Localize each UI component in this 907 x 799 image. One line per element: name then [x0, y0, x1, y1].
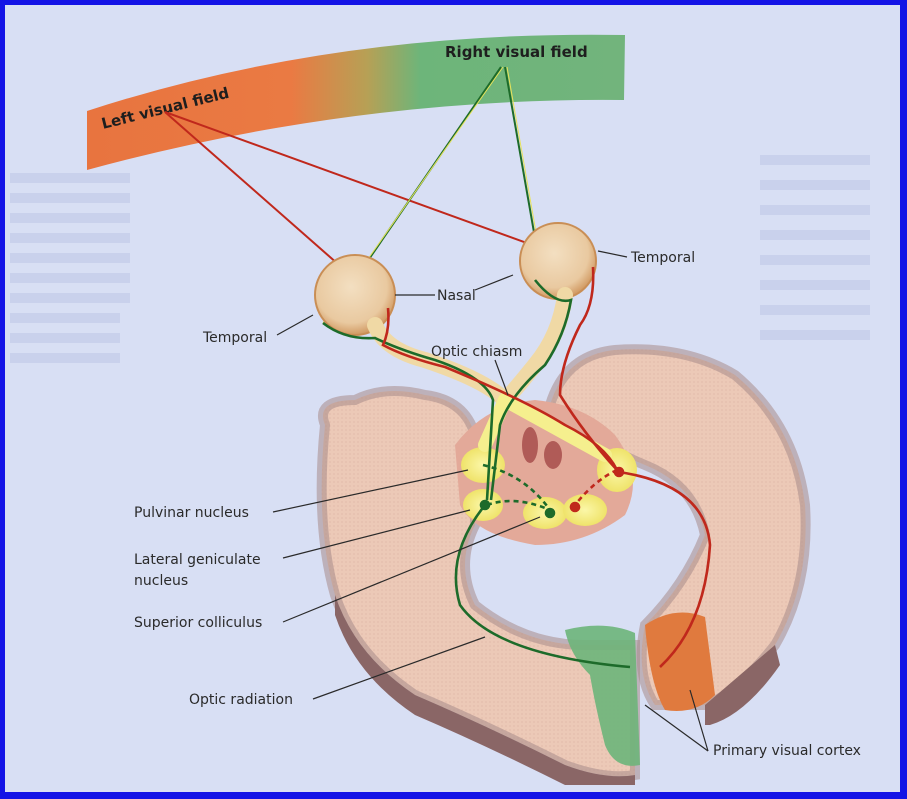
left-eye — [314, 254, 396, 336]
visual-field-band — [87, 34, 625, 170]
red-left-eye-path — [381, 307, 619, 471]
diagram-frame: Left visual field Right visual field — [5, 5, 900, 792]
background-page-text — [10, 155, 870, 363]
optic-nerves — [367, 287, 612, 462]
green-right-eye-path — [489, 279, 573, 501]
optic-radiation-green — [454, 504, 631, 669]
optic-radiation-red — [618, 470, 712, 668]
right-eye — [519, 222, 597, 300]
right-visual-field-label: Right visual field — [445, 43, 588, 61]
lateral-geniculate-label-line1: Lateral geniculate — [134, 552, 261, 568]
primary-visual-cortex-label: Primary visual cortex — [713, 743, 861, 759]
right-primary-visual-cortex — [645, 612, 715, 711]
optic-radiation-label: Optic radiation — [189, 692, 293, 708]
visual-pathway-diagram: Left visual field Right visual field — [10, 34, 870, 785]
left-field-pathway — [381, 266, 712, 668]
pulvinar-nucleus-label: Pulvinar nucleus — [134, 505, 249, 521]
optic-chiasm-label: Optic chiasm — [431, 344, 522, 360]
temporal-right-label: Temporal — [630, 250, 695, 266]
lateral-geniculate-label-line2: nucleus — [134, 573, 188, 589]
red-right-eye-path — [558, 266, 618, 471]
superior-colliculus-label: Superior colliculus — [134, 615, 262, 631]
superior-colliculus-right — [563, 494, 607, 526]
nasal-label: Nasal — [437, 288, 476, 304]
temporal-left-label: Temporal — [202, 330, 267, 346]
left-field-ray-right-eye — [164, 111, 594, 268]
visual-field-arc — [87, 34, 625, 170]
leader-lines — [272, 250, 709, 752]
